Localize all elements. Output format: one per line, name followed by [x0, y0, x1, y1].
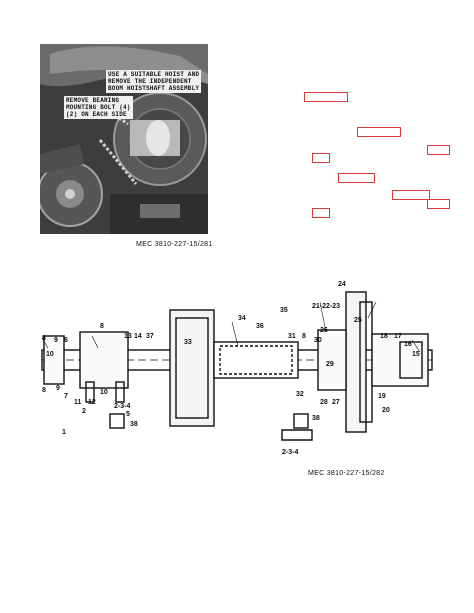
label-12: 12 [88, 399, 96, 406]
label-15: 15 [412, 351, 420, 358]
bolt-callout-line-2: MOUNTING BOLT (4) [66, 104, 131, 111]
label-17: 17 [394, 333, 402, 340]
label-29: 29 [326, 361, 334, 368]
label-13: 13 [124, 333, 132, 340]
highlight-box-8 [312, 208, 330, 218]
label-35: 35 [280, 307, 288, 314]
label-34: 34 [238, 315, 246, 322]
highlight-box-6 [392, 190, 430, 200]
highlight-box-1 [304, 92, 348, 102]
label-8c: 8 [100, 323, 104, 330]
label-14: 14 [134, 333, 142, 340]
label-25: 25 [354, 317, 362, 324]
label-16: 16 [404, 341, 412, 348]
label-26: 26 [320, 327, 328, 334]
photo-caption: MEC 3810-227-15/281 [136, 241, 213, 248]
label-10-left: 10 [46, 351, 54, 358]
label-2-3-4-right: 2-3-4 [282, 449, 298, 456]
label-38-right: 38 [312, 415, 320, 422]
label-27: 27 [332, 399, 340, 406]
label-7: 7 [64, 393, 68, 400]
label-19: 19 [378, 393, 386, 400]
label-2-3-4-left: 2-3-4 [114, 403, 130, 410]
label-38-left: 38 [130, 421, 138, 428]
label-36: 36 [256, 323, 264, 330]
highlight-box-7 [427, 199, 450, 209]
bolt-callout-line-3: (2) ON EACH SIDE [66, 111, 127, 118]
label-20: 20 [382, 407, 390, 414]
label-11: 11 [74, 399, 82, 406]
label-30: 30 [314, 337, 322, 344]
hoist-callout-line-3: BOOM HOISTSHAFT ASSEMBLY [108, 85, 200, 92]
hoist-callout-line-1: USE A SUITABLE HOIST AND [108, 71, 200, 78]
label-28: 28 [320, 399, 328, 406]
label-5: 5 [126, 411, 130, 418]
shaft-assembly-diagram: 8 9 6 10 8 9 7 11 12 2 1 8 13 14 37 2-3-… [41, 281, 433, 456]
label-6: 6 [64, 337, 68, 344]
bolt-callout-line-1: REMOVE BEARING [66, 97, 120, 104]
label-8-right: 8 [302, 333, 306, 340]
label-1: 1 [62, 429, 66, 436]
bolt-callout: REMOVE BEARING MOUNTING BOLT (4) (2) ON … [64, 96, 133, 119]
diagram-caption: MEC 3810-227-15/282 [308, 470, 385, 477]
label-9: 9 [54, 337, 58, 344]
label-24: 24 [338, 281, 346, 288]
label-32: 32 [296, 391, 304, 398]
highlight-box-3 [427, 145, 450, 155]
label-8: 8 [42, 335, 46, 342]
label-31: 31 [288, 333, 296, 340]
label-33: 33 [184, 339, 192, 346]
label-2: 2 [82, 408, 86, 415]
label-18: 18 [380, 333, 388, 340]
highlight-box-5 [338, 173, 375, 183]
highlight-box-4 [312, 153, 330, 163]
label-8b: 8 [42, 387, 46, 394]
label-10-mid: 10 [100, 389, 108, 396]
hoist-callout-line-2: REMOVE THE INDEPENDENT [108, 78, 192, 85]
highlight-box-2 [357, 127, 401, 137]
label-9b: 9 [56, 385, 60, 392]
leader-lines [41, 301, 421, 353]
label-37: 37 [146, 333, 154, 340]
label-21-22-23: 21-22-23 [312, 303, 340, 310]
hoist-callout: USE A SUITABLE HOIST AND REMOVE THE INDE… [106, 70, 202, 93]
